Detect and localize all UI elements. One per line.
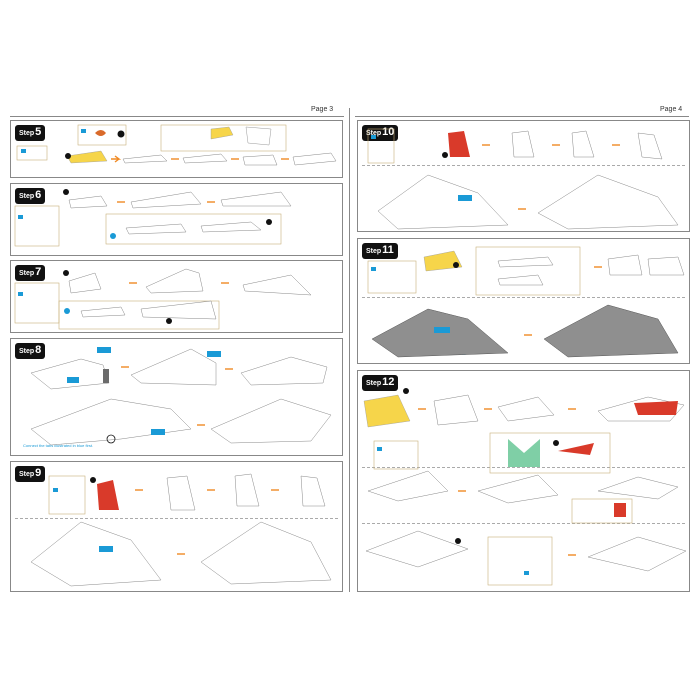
step-8-illustration xyxy=(30,347,332,446)
page-rule-left xyxy=(10,116,344,117)
page-rule-right xyxy=(355,116,689,117)
step-6-badge: Step6 xyxy=(15,188,46,204)
step-6-illustration xyxy=(14,189,292,247)
step-12-separator-2 xyxy=(362,523,685,524)
step-5-panel: Step5 xyxy=(10,120,343,178)
step-12-separator xyxy=(362,467,685,468)
step-8-callout: Connect the tabs illustrated in blue fir… xyxy=(23,443,94,448)
step-12-badge: Step12 xyxy=(362,375,399,391)
page-divider xyxy=(349,108,350,592)
page-label-left: Page 3 xyxy=(311,106,334,113)
step-6-panel: Step6 xyxy=(10,183,343,256)
step-9-panel: Step9 xyxy=(10,461,343,592)
step-11-illustration xyxy=(367,246,685,358)
page-label-right: Page 4 xyxy=(660,106,683,113)
step-12-panel: Step12 xyxy=(357,370,690,592)
step-5-illustration xyxy=(16,124,337,166)
step-9-badge: Step9 xyxy=(15,466,46,482)
step-11-separator xyxy=(362,297,685,298)
step-8-badge: Step8 xyxy=(15,343,46,359)
step-5-badge: Step5 xyxy=(15,125,46,141)
step-10-illustration xyxy=(367,128,679,230)
step-7-illustration xyxy=(14,268,312,330)
step-11-panel: Step11 Connect the tabs illustrated in b… xyxy=(357,238,690,364)
step-7-badge: Step7 xyxy=(15,265,46,281)
step-9-illustration xyxy=(30,473,332,587)
step-10-separator xyxy=(362,165,685,166)
step-10-panel: Step10 xyxy=(357,120,690,232)
step-12-illustration xyxy=(363,388,687,586)
step-7-panel: Step7 xyxy=(10,260,343,333)
step-11-badge: Step11 xyxy=(362,243,398,259)
step-9-separator xyxy=(15,518,338,519)
step-8-panel: Step8 Connect the tabs illustrated in bl… xyxy=(10,338,343,456)
